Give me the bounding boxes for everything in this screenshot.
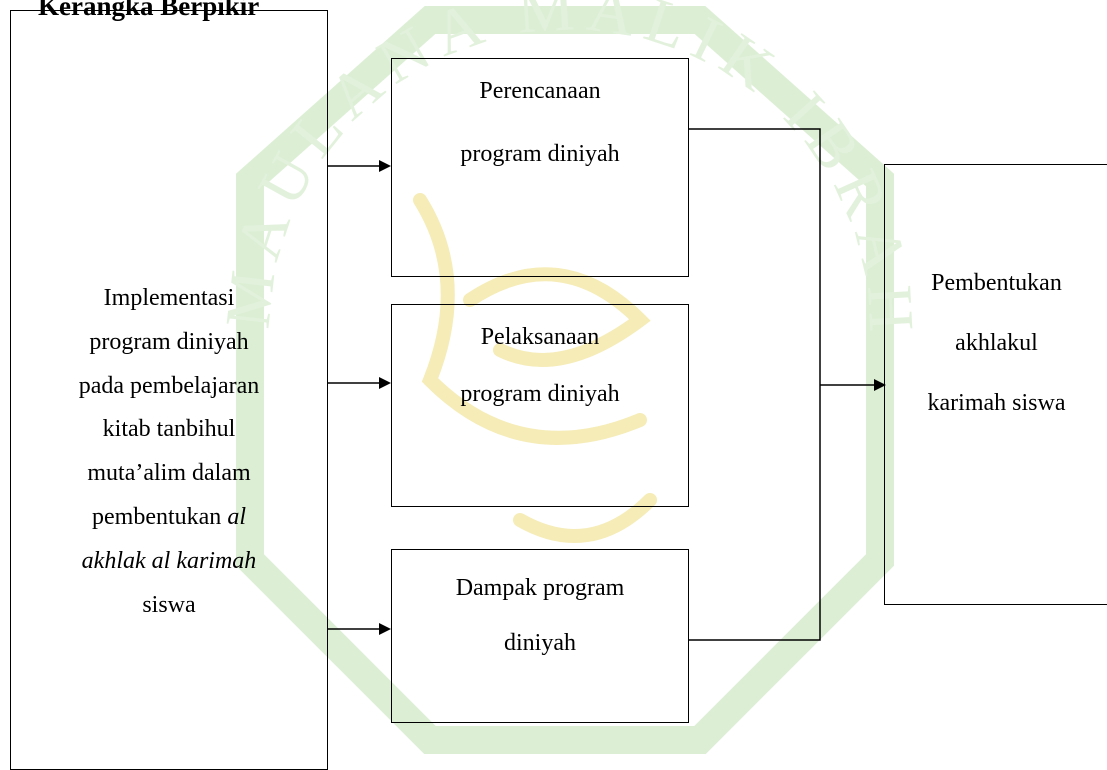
source-line-8: siswa	[142, 591, 196, 618]
line-from-planning	[689, 128, 821, 641]
box-impact: Dampak program diniyah	[391, 549, 689, 723]
result-line-1: Pembentukan	[931, 270, 1062, 296]
box-execution: Pelaksanaan program diniyah	[391, 304, 689, 507]
planning-line-1: Perencanaan	[479, 78, 601, 104]
source-line-3: pada pembelajaran	[78, 372, 260, 399]
impact-line-2: diniyah	[504, 630, 576, 656]
source-line-2: program diniyah	[89, 328, 249, 355]
source-line-4: kitab tanbihul	[102, 416, 236, 443]
impact-line-1: Dampak program	[455, 575, 625, 601]
source-line-7: akhlak al karimah	[81, 547, 257, 574]
result-line-2: akhlakul	[955, 330, 1038, 356]
planning-line-2: program diniyah	[460, 141, 620, 167]
box-implementation: Implementasi program diniyah pada pembel…	[10, 10, 328, 770]
result-line-3: karimah siswa	[927, 390, 1066, 416]
execution-line-1: Pelaksanaan	[480, 324, 600, 350]
box-planning: Perencanaan program diniyah	[391, 58, 689, 277]
source-line-6: pembentukan al	[92, 503, 246, 530]
execution-line-2: program diniyah	[460, 381, 620, 407]
source-line-1: Implementasi	[103, 285, 235, 311]
box-result: Pembentukan akhlakul karimah siswa	[884, 164, 1107, 605]
source-line-5: muta’alim dalam	[87, 460, 251, 487]
diagram-heading: Kerangka Berpikir	[38, 0, 260, 21]
